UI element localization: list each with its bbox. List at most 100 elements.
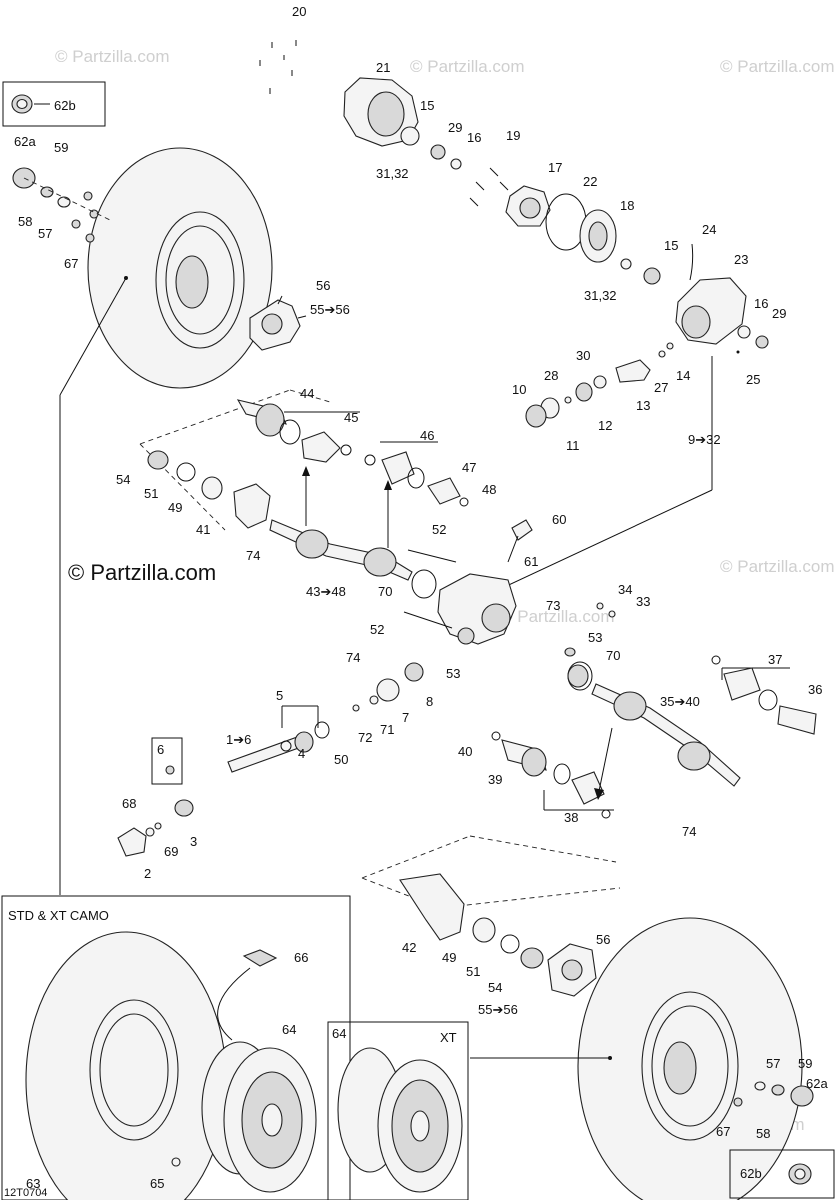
part-number: 59 [54,140,68,155]
part-number: 3 [190,834,197,849]
part-number: 10 [512,382,526,397]
part-number: 51 [466,964,480,979]
part-number: 52 [432,522,446,537]
part-number: 20 [292,4,306,19]
hub-55-56-top [249,295,307,351]
part-number: 18 [620,198,634,213]
part-number: 59 [798,1056,812,1071]
part-number: 66 [294,950,308,965]
part-number: 62b [54,98,76,113]
part-number: 50 [334,752,348,767]
part-number: 53 [588,630,602,645]
part-number: 21 [376,60,390,75]
part-number: 40 [458,744,472,759]
part-number: 72 [358,730,372,745]
part-number: 42 [402,940,416,955]
part-number: 28 [544,368,558,383]
part-number: 19 [506,128,520,143]
inset-62b-bottom [729,1149,835,1199]
part-number: 56 [596,932,610,947]
part-number: 62b [740,1166,762,1181]
part-number: 55➔56 [478,1002,518,1017]
part-labels: 20 21 15 29 16 19 31,32 17 22 18 15 24 2… [4,4,828,1199]
part-number: 67 [716,1124,730,1139]
part-number: 39 [488,772,502,787]
u-joint-parts [117,737,194,857]
part-number: 45 [344,410,358,425]
part-number: 63 [26,1176,40,1191]
inset-std-xt-camo [1,895,351,1200]
inset-xt [327,1021,469,1200]
part-number: 25 [746,372,760,387]
watermark: © Partzilla.com [720,57,835,76]
part-number: 71 [380,722,394,737]
part-number: 64 [282,1022,296,1037]
rear-differential-parts [259,40,769,591]
part-number: 69 [164,844,178,859]
part-number: 7 [402,710,409,725]
watermark: © Partzilla.com [720,557,835,576]
part-number: 38 [564,810,578,825]
part-number: 17 [548,160,562,175]
front-differential [403,519,616,691]
part-number: 9➔32 [688,432,721,447]
watermark: © Partzilla.com [410,57,525,76]
part-number: 23 [734,252,748,267]
part-number: 74 [682,824,696,839]
part-number: 53 [446,666,460,681]
part-number: 54 [116,472,130,487]
drive-shaft-left-group [139,389,469,581]
part-number: 34 [618,582,632,597]
part-number: 24 [702,222,716,237]
part-number: 8 [426,694,433,709]
part-number: 31,32 [584,288,617,303]
part-number: 15 [420,98,434,113]
part-number: 46 [420,428,434,443]
part-number: 16 [754,296,768,311]
knuckle-hub-right-group [361,835,621,997]
copyright-line: © Partzilla.com [68,560,216,585]
part-number: 16 [467,130,481,145]
part-number: 30 [576,348,590,363]
part-number: 31,32 [376,166,409,181]
part-number: 74 [246,548,260,563]
part-number: 2 [144,866,151,881]
drive-shaft-right-group [491,655,817,819]
inset-title: STD & XT CAMO [8,908,109,923]
part-number: 58 [18,214,32,229]
part-number: 57 [38,226,52,241]
part-number: 43➔48 [306,584,346,599]
part-number: 54 [488,980,502,995]
part-number: 12 [598,418,612,433]
inset-title: XT [440,1030,457,1045]
part-number: 44 [300,386,314,401]
part-number: 65 [150,1176,164,1191]
part-number: 49 [168,500,182,515]
part-number: 37 [768,652,782,667]
part-number: 68 [122,796,136,811]
part-number: 61 [524,554,538,569]
part-number: 52 [370,622,384,637]
part-number: 57 [766,1056,780,1071]
watermark: © Partzilla.com [55,47,170,66]
part-number: 70 [378,584,392,599]
part-number: 51 [144,486,158,501]
diagram-id: 12T0704 [4,1187,47,1199]
part-number: 62a [806,1076,828,1091]
part-number: 62a [14,134,36,149]
part-number: 13 [636,398,650,413]
part-number: 73 [546,598,560,613]
propeller-shaft-group [227,662,424,773]
hub-nut-parts-top [12,167,111,243]
part-number: 55➔56 [310,302,350,317]
part-number: 35➔40 [660,694,700,709]
part-number: 22 [583,174,597,189]
part-number: 74 [346,650,360,665]
tire-front-left [59,147,273,895]
part-number: 29 [448,120,462,135]
part-number: 47 [462,460,476,475]
part-number: 14 [676,368,690,383]
part-number: 11 [566,438,580,453]
part-number: 33 [636,594,650,609]
